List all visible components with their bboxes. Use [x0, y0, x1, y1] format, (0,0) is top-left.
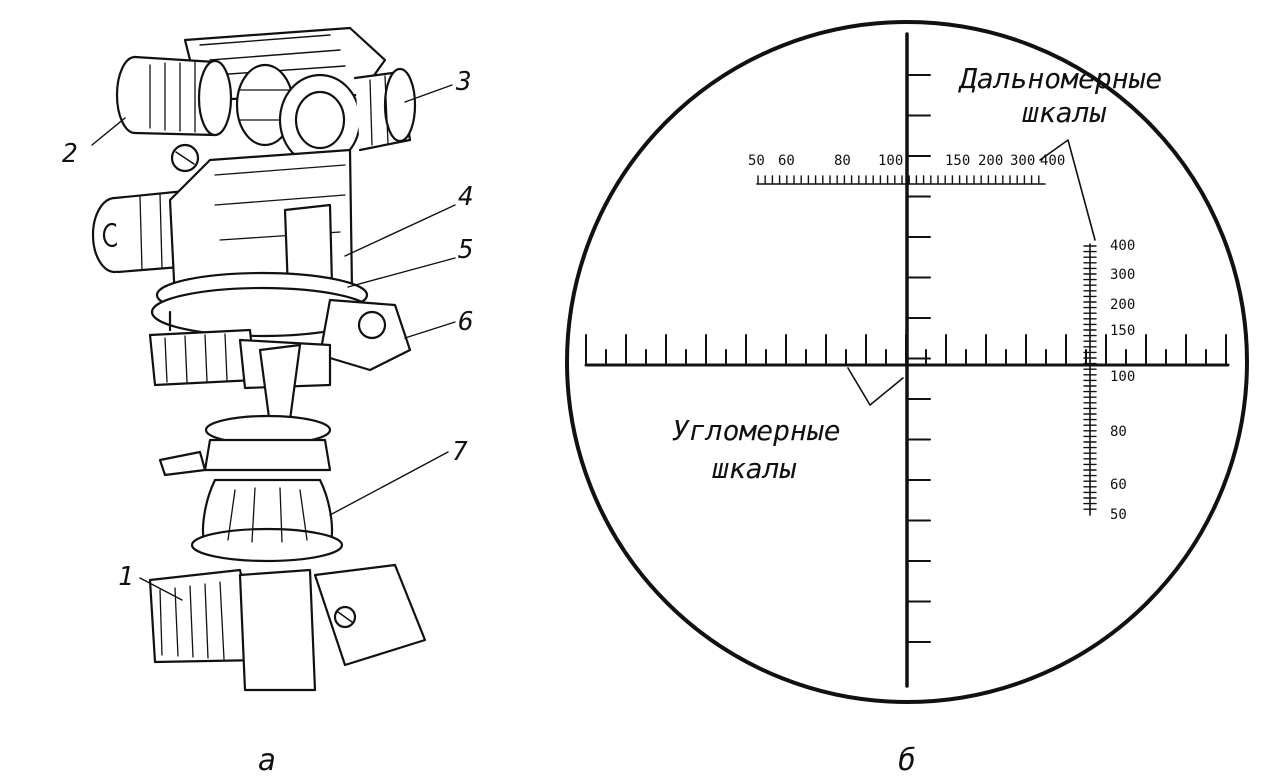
- rangefinder-horizontal-ticks: [757, 175, 1040, 185]
- callout-numbers: 1 2 3 4 5 6 7: [62, 67, 474, 592]
- rh-label-300: 300: [1010, 153, 1035, 169]
- rv-label-200: 200: [1110, 297, 1135, 313]
- callout-4: 4: [458, 182, 474, 212]
- rangefinder-label-leader: [1039, 139, 1096, 241]
- rh-label-400: 400: [1040, 153, 1065, 169]
- rangefinder-vertical-labels: 400 300 200 150 100 80 60 50: [1110, 238, 1135, 523]
- callout-1: 1: [118, 562, 134, 592]
- callout-7: 7: [452, 437, 468, 467]
- reticle-circle: [565, 20, 1249, 704]
- rangefinder-label-line2: шкалы: [1022, 96, 1106, 129]
- reticle: 50 60 80 100 150 200 300 400 400 300 200…: [565, 20, 1249, 704]
- rh-label-50: 50: [748, 153, 765, 169]
- rangefinder-horizontal-labels: 50 60 80 100 150 200 300 400: [748, 153, 1065, 169]
- right-eyepiece: [278, 67, 417, 167]
- goniometer-label-line1: Угломерные: [672, 414, 841, 447]
- rh-label-80: 80: [834, 153, 851, 169]
- caption-b: б: [898, 743, 916, 776]
- left-eyepiece: [115, 55, 301, 147]
- callout-2: 2: [62, 139, 78, 169]
- rh-label-200: 200: [978, 153, 1003, 169]
- rv-label-50: 50: [1110, 507, 1127, 523]
- rv-label-150: 150: [1110, 323, 1135, 339]
- rv-label-300: 300: [1110, 267, 1135, 283]
- rangefinder-vertical-ticks: [1083, 245, 1097, 510]
- callout-6: 6: [458, 307, 474, 337]
- callout-5: 5: [458, 235, 474, 265]
- horizontal-axis-ticks: [585, 334, 1227, 366]
- rv-label-100: 100: [1110, 369, 1135, 385]
- rh-label-60: 60: [778, 153, 795, 169]
- periscope-drawing: [91, 26, 427, 692]
- rh-label-150: 150: [945, 153, 970, 169]
- rh-label-100: 100: [878, 153, 903, 169]
- rv-label-80: 80: [1110, 424, 1127, 440]
- callout-leaders: [91, 84, 456, 601]
- goniometer-label-leader: [847, 367, 904, 406]
- callout-3: 3: [455, 67, 472, 97]
- rv-label-60: 60: [1110, 477, 1127, 493]
- rangefinder-label-line1: Дальномерные: [958, 62, 1162, 95]
- rv-label-400: 400: [1110, 238, 1135, 254]
- goniometer-label-line2: шкалы: [712, 452, 796, 485]
- caption-a: а: [258, 743, 276, 776]
